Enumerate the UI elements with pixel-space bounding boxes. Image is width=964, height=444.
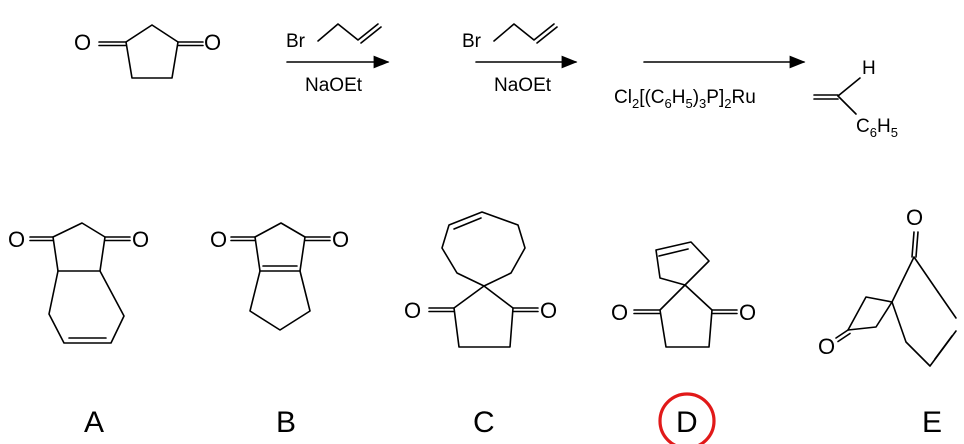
step1-base: NaOEt	[305, 75, 363, 96]
choice-c-oxygen-right: O	[540, 298, 557, 323]
choice-c-oxygen-left: O	[404, 298, 421, 323]
grubbs-catalyst-formula: Cl2[(C6H5)3P]2Ru	[614, 87, 756, 111]
oxygen-right: O	[204, 30, 221, 55]
choice-d-label: D	[676, 406, 698, 439]
starting-material: O O	[74, 24, 221, 79]
step1-bromine: Br	[286, 31, 306, 52]
choice-e: O O E	[818, 205, 957, 439]
choice-e-label: E	[922, 406, 942, 439]
answer-highlight-circle	[658, 392, 716, 444]
step-1: Br NaOEt	[286, 23, 390, 96]
step2-bromine: Br	[462, 31, 482, 52]
choice-c: O O C	[404, 211, 557, 439]
choice-c-label: C	[473, 406, 495, 439]
choice-a-label: A	[84, 406, 104, 439]
choice-e-oxygen-left: O	[818, 334, 835, 359]
choice-d: O O D	[611, 241, 756, 444]
oxygen-left: O	[74, 30, 91, 55]
choice-e-oxygen-top: O	[906, 205, 923, 230]
choice-d-oxygen-right: O	[739, 300, 756, 325]
choice-d-oxygen-left: O	[611, 300, 628, 325]
step-2: Br NaOEt	[462, 23, 578, 96]
phenyl-group: C6H5	[856, 116, 898, 140]
choice-b-oxygen-right: O	[332, 227, 349, 252]
choice-a-oxygen-left: O	[8, 227, 25, 252]
step2-base: NaOEt	[494, 75, 552, 96]
carbene-hydrogen: H	[862, 58, 876, 79]
choice-b-oxygen-left: O	[210, 227, 227, 252]
choice-a-oxygen-right: O	[132, 227, 149, 252]
step-3: Cl2[(C6H5)3P]2Ru H C6H5	[614, 55, 898, 140]
choice-b: O O B	[210, 222, 349, 439]
choice-a: O O A	[8, 222, 149, 439]
choice-b-label: B	[276, 406, 296, 439]
